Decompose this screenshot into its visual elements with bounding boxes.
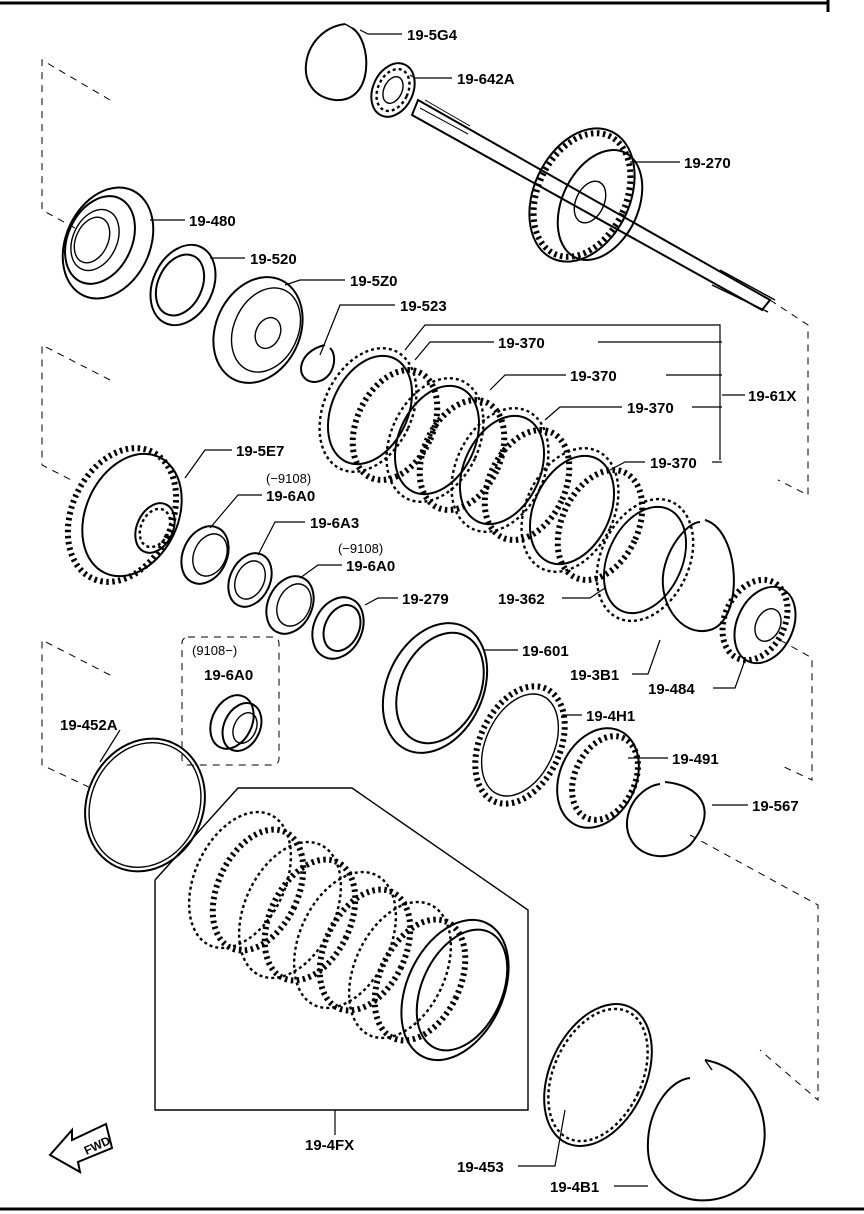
label-19-453: 19-453 bbox=[457, 1159, 504, 1176]
part-19-270-shaft-drum[interactable] bbox=[410, 98, 776, 313]
part-19-452A-seal-ring[interactable] bbox=[64, 719, 227, 891]
part-19-61X-clutch-pack[interactable] bbox=[301, 332, 659, 593]
part-19-567-snap-ring[interactable] bbox=[625, 781, 706, 858]
part-19-6A0-bush-c[interactable] bbox=[202, 688, 269, 757]
note-9108-minus: (9108−) bbox=[192, 643, 237, 658]
part-labels: 19-5G4 19-642A 19-270 19-480 19-520 19-5… bbox=[60, 27, 799, 1196]
label-19-601: 19-601 bbox=[522, 643, 569, 660]
label-19-480: 19-480 bbox=[189, 213, 236, 230]
label-19-362: 19-362 bbox=[498, 591, 545, 608]
label-19-270: 19-270 bbox=[684, 155, 731, 172]
part-19-601-drum[interactable] bbox=[363, 606, 507, 770]
note-minus-9108-b: (−9108) bbox=[338, 541, 383, 556]
leader-lines bbox=[99, 29, 748, 1187]
part-19-453-band[interactable] bbox=[523, 987, 673, 1164]
part-19-5E7-gear[interactable] bbox=[47, 430, 201, 599]
part-19-3B1-snap-ring[interactable] bbox=[661, 519, 735, 633]
part-19-279-seal[interactable] bbox=[303, 589, 374, 667]
label-19-5Z0: 19-5Z0 bbox=[350, 273, 398, 290]
part-19-4B1-snap-ring[interactable] bbox=[646, 1059, 766, 1202]
label-19-6A0-c: 19-6A0 bbox=[204, 667, 253, 684]
label-19-370-b: 19-370 bbox=[570, 368, 617, 385]
part-19-520-seal[interactable] bbox=[138, 234, 228, 335]
label-19-520: 19-520 bbox=[250, 251, 297, 268]
note-minus-9108-a: (−9108) bbox=[266, 471, 311, 486]
label-19-4B1: 19-4B1 bbox=[550, 1179, 599, 1196]
label-19-61X: 19-61X bbox=[748, 388, 796, 405]
label-19-6A3: 19-6A3 bbox=[310, 515, 359, 532]
label-19-642A: 19-642A bbox=[457, 71, 515, 88]
part-19-6A0-bush-a[interactable] bbox=[172, 519, 237, 592]
part-19-6A3-washer[interactable] bbox=[220, 546, 280, 614]
part-19-5Z0-retainer[interactable] bbox=[197, 262, 320, 397]
part-19-484-hub[interactable] bbox=[710, 569, 807, 673]
alt-part-box-9108 bbox=[181, 636, 280, 766]
part-19-523-snap-ring[interactable] bbox=[300, 344, 336, 384]
label-19-523: 19-523 bbox=[400, 298, 447, 315]
label-19-5G4: 19-5G4 bbox=[407, 27, 458, 44]
fwd-arrow-icon: FWD bbox=[48, 1122, 114, 1174]
label-19-567: 19-567 bbox=[752, 798, 799, 815]
label-19-5E7: 19-5E7 bbox=[236, 443, 284, 460]
part-19-642A-bearing[interactable] bbox=[363, 56, 423, 124]
label-19-370-c: 19-370 bbox=[627, 400, 674, 417]
label-19-491: 19-491 bbox=[672, 751, 719, 768]
label-19-279: 19-279 bbox=[402, 591, 449, 608]
label-19-6A0-b: 19-6A0 bbox=[346, 558, 395, 575]
guide-lines bbox=[41, 59, 819, 1102]
part-19-6A0-bush-b[interactable] bbox=[257, 569, 322, 642]
part-19-5G4-snap-ring[interactable] bbox=[304, 23, 368, 102]
part-19-480-piston[interactable] bbox=[45, 173, 170, 314]
label-19-4H1: 19-4H1 bbox=[586, 708, 635, 725]
label-19-6A0-a: 19-6A0 bbox=[266, 488, 315, 505]
part-19-4FX-clutch-pack[interactable] bbox=[154, 787, 530, 1111]
part-19-491-one-way-clutch[interactable] bbox=[542, 715, 655, 841]
label-19-484: 19-484 bbox=[648, 681, 695, 698]
label-19-452A: 19-452A bbox=[60, 717, 118, 734]
label-19-370-a: 19-370 bbox=[498, 335, 545, 352]
part-19-362-plate[interactable] bbox=[578, 483, 712, 636]
part-19-4H1-spring[interactable] bbox=[458, 672, 583, 818]
label-19-370-d: 19-370 bbox=[650, 455, 697, 472]
label-19-3B1: 19-3B1 bbox=[570, 667, 619, 684]
label-19-4FX: 19-4FX bbox=[305, 1137, 354, 1154]
